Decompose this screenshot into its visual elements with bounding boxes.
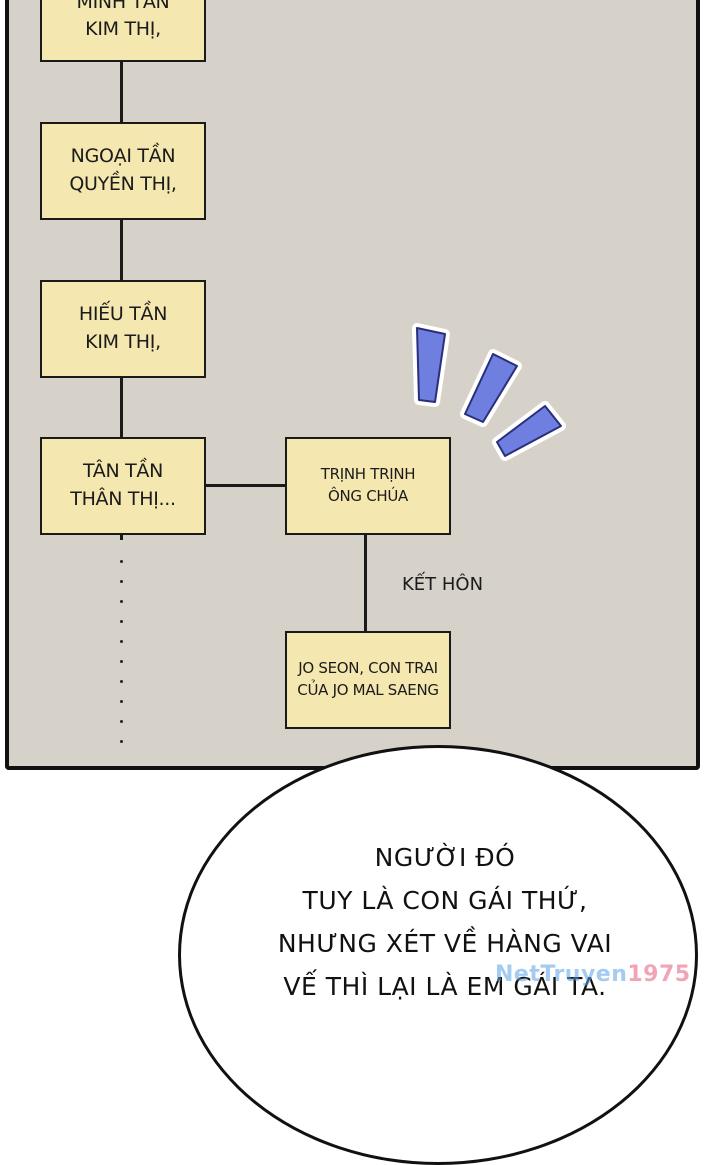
- continuation-dot: [120, 680, 123, 683]
- watermark-text: NetTruyen: [495, 962, 628, 987]
- tree-node-hieu-tan: HIẾU TẦN KIM THỊ,: [40, 280, 206, 378]
- tree-node-ngoai-tan: NGOẠI TẦN QUYỀN THỊ,: [40, 122, 206, 220]
- continuation-dot: [120, 640, 123, 643]
- watermark: NetTruyen1975: [495, 962, 691, 987]
- tree-node-tan-tan: TÂN TẦN THÂN THỊ...: [40, 437, 206, 535]
- continuation-dot: [120, 700, 123, 703]
- marriage-connector: [364, 533, 367, 633]
- speech-text: NGƯỜI ĐÓ TUY LÀ CON GÁI THỨ, NHƯNG XÉT V…: [277, 843, 613, 1001]
- marriage-label: KẾT HÔN: [402, 574, 484, 595]
- tree-node-princess: TRỊNH TRỊNH ÔNG CHÚA: [285, 437, 451, 535]
- tree-node-minh-tan: MINH TẦN KIM THỊ,: [40, 0, 206, 62]
- continuation-dot: [120, 660, 123, 663]
- continuation-dot: [120, 620, 123, 623]
- continuation-dot: [120, 560, 123, 563]
- continuation-dot: [120, 720, 123, 723]
- emphasis-marks-icon: [412, 323, 566, 461]
- continuation-dot: [120, 600, 123, 603]
- tree-node-spouse: JO SEON, CON TRAI CỦA JO MAL SAENG: [285, 631, 451, 729]
- continuation-dot: [120, 740, 123, 743]
- branch-connector: [205, 484, 287, 487]
- continuation-dot: [120, 580, 123, 583]
- watermark-number: 1975: [627, 962, 691, 987]
